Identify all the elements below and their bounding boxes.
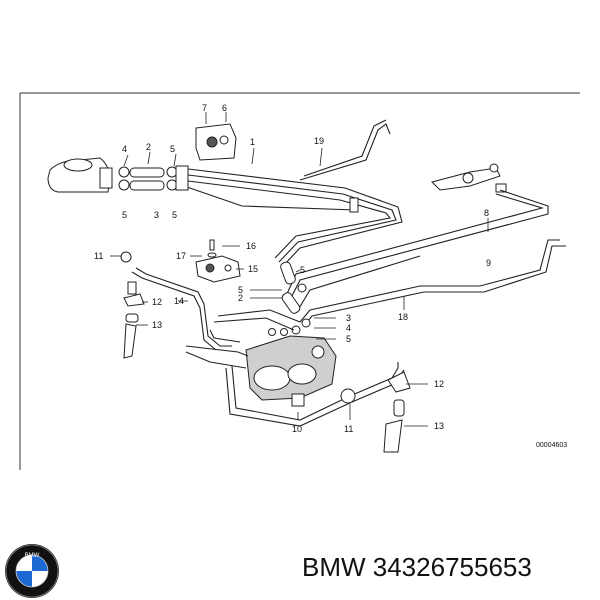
abs-hydraulic-unit [245,335,337,407]
callout-11: 11 [344,424,353,434]
callout-7: 7 [202,103,207,113]
callout-5: 5 [300,265,305,275]
callout-5: 5 [170,144,175,154]
brake-pipes-abs-inlet [185,309,301,369]
brake-fluid-reservoir [47,157,113,193]
sensor-part-15-17 [195,239,241,283]
brake-pipe-10 [225,362,411,453]
callout-5: 5 [172,210,177,220]
callout-4: 4 [346,323,351,333]
part-number-title: BMW 34326755653 [302,552,532,582]
proportioning-valve [431,163,507,193]
callout-3: 3 [346,313,351,323]
callout-12: 12 [434,379,444,389]
bmw-logo: BMW [5,544,59,598]
callout-4: 4 [122,144,127,154]
hose-set-center [268,261,311,336]
callout-9: 9 [486,258,491,268]
callout-19: 19 [314,136,324,146]
callout-5: 5 [238,285,243,295]
callout-18: 18 [398,312,408,322]
callout-5: 5 [122,210,127,220]
callout-3: 3 [154,210,159,220]
callout-14: 14 [174,296,184,306]
brake-pipe-19-inner [303,119,387,177]
bracket-part-6-7 [195,123,237,161]
callout-13: 13 [152,320,162,330]
callout-17: 17 [176,251,186,261]
callout-16: 16 [246,241,256,251]
hose-set-left [118,165,189,191]
callout-11: 11 [94,251,103,261]
brake-pipe-14 [123,267,232,359]
callout-6: 6 [222,103,227,113]
brake-pipe-19 [299,123,391,181]
callout-8: 8 [484,208,489,218]
brake-pipes-right [285,189,566,327]
callout-2: 2 [238,293,243,303]
callout-leaders [110,112,489,427]
callout-5: 5 [346,334,351,344]
callout-13: 13 [434,421,444,431]
callout-10: 10 [292,424,302,434]
callout-12: 12 [152,297,162,307]
callout-1: 1 [250,137,255,147]
callout-15: 15 [248,264,258,274]
callout-2: 2 [146,142,151,152]
bmw-logo-text: BMW [25,553,40,559]
grommet-11 [120,251,132,263]
brake-pipe-bundle-1 [179,167,403,267]
diagram-code: 00004603 [536,442,567,449]
